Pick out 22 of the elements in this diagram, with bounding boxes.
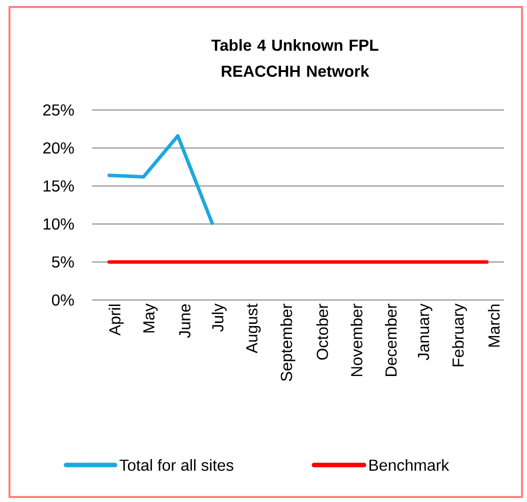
x-tick-label: December [384, 304, 397, 376]
x-tick-label: February [452, 304, 467, 366]
legend-label: Total for all sites [120, 459, 234, 471]
y-tick-label: 0% [52, 294, 74, 306]
x-tick-label: April [108, 304, 124, 336]
y-tick-label: 5% [52, 256, 74, 268]
y-tick-label: 15% [44, 180, 74, 192]
x-tick-label: January [418, 304, 432, 360]
line-series [107, 134, 214, 225]
x-tick-label: August [246, 304, 261, 354]
x-tick-label: July [212, 304, 227, 332]
x-tick-label: June [179, 304, 190, 338]
x-tick-label: October [316, 304, 328, 360]
legend-label: Benchmark [370, 459, 450, 471]
x-tick-label: March [488, 304, 500, 347]
x-tick-label: November [350, 304, 362, 376]
y-tick-label: 10% [44, 218, 74, 230]
chart-title: Table 4 Unknown FPL REACCHH Network [211, 39, 378, 77]
x-tick-label: September [280, 304, 296, 382]
y-tick-label: 20% [43, 142, 74, 154]
x-tick-label: May [143, 304, 158, 332]
y-tick-label: 25% [43, 104, 74, 116]
